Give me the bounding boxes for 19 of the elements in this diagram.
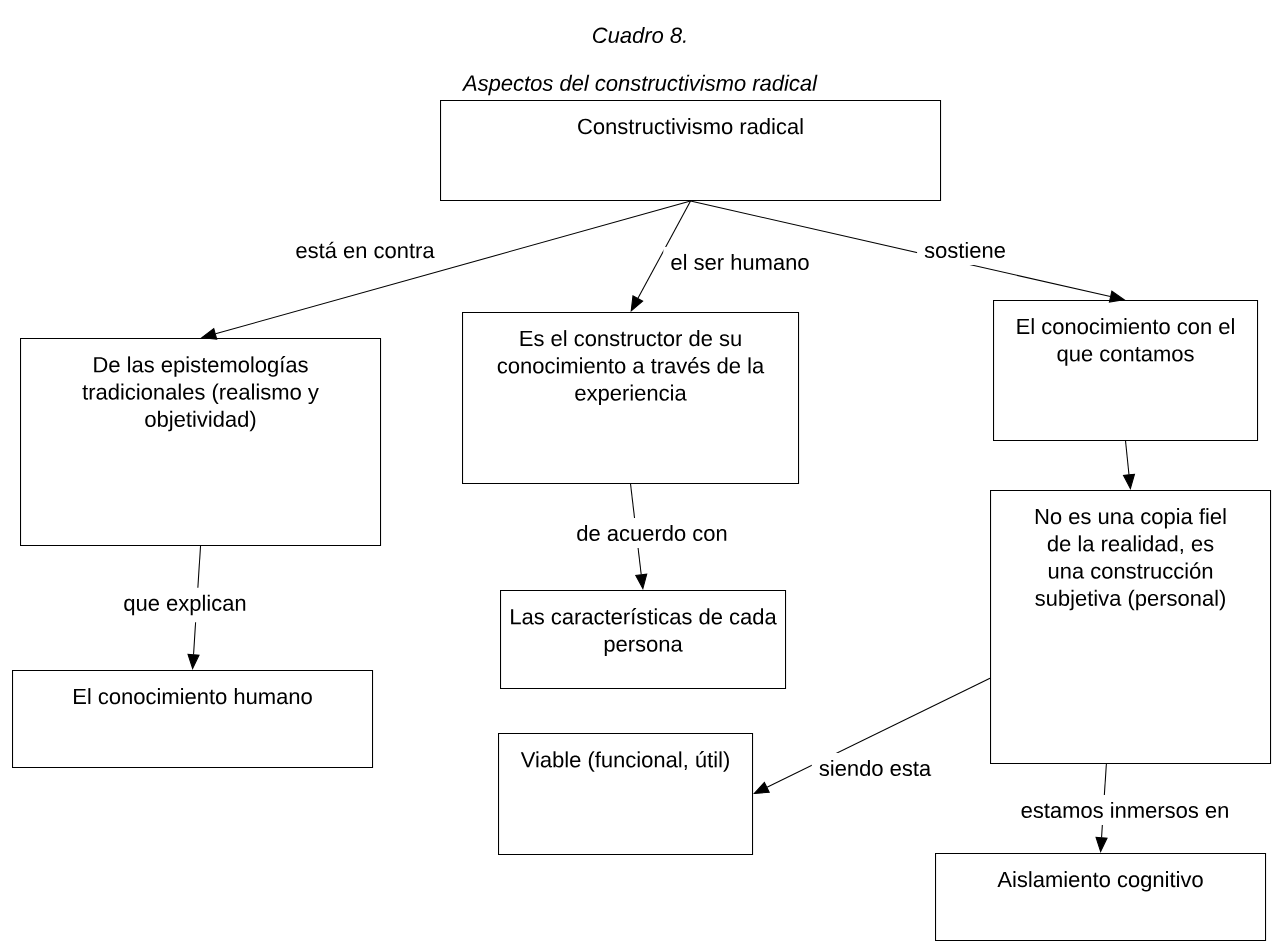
edge-label: sostiene (917, 234, 1013, 266)
edge-label: está en contra (288, 234, 442, 266)
heading: Cuadro 8. (593, 26, 686, 44)
concept-box: No es una copia fiel de la realidad, es una construcción subjetiva (personal) (990, 490, 1272, 765)
edge-label: que explican (116, 587, 254, 623)
concept-box: Es el constructor de su conocimiento a través de la experiencia (462, 312, 800, 485)
concept-box: El conocimiento con el que contamos (993, 300, 1259, 442)
concept-box: Constructivismo radical (440, 100, 942, 202)
concept-box: Viable (funcional, útil) (498, 733, 754, 856)
arrow (1122, 440, 1136, 490)
edge-label: de acuerdo con (569, 517, 735, 549)
concept-box: El conocimiento humano (12, 670, 374, 769)
arrow (630, 200, 692, 312)
concept-box: De las epistemologías tradicionales (realismo y objetividad) (20, 338, 382, 547)
edge-label: siendo esta (811, 752, 939, 784)
concept-box: Aislamiento cognitivo (935, 853, 1267, 942)
edge-label: estamos inmersos en (1013, 794, 1237, 826)
edge-label: el ser humano (663, 246, 817, 278)
concept-box: Las características de cada persona (500, 590, 787, 690)
